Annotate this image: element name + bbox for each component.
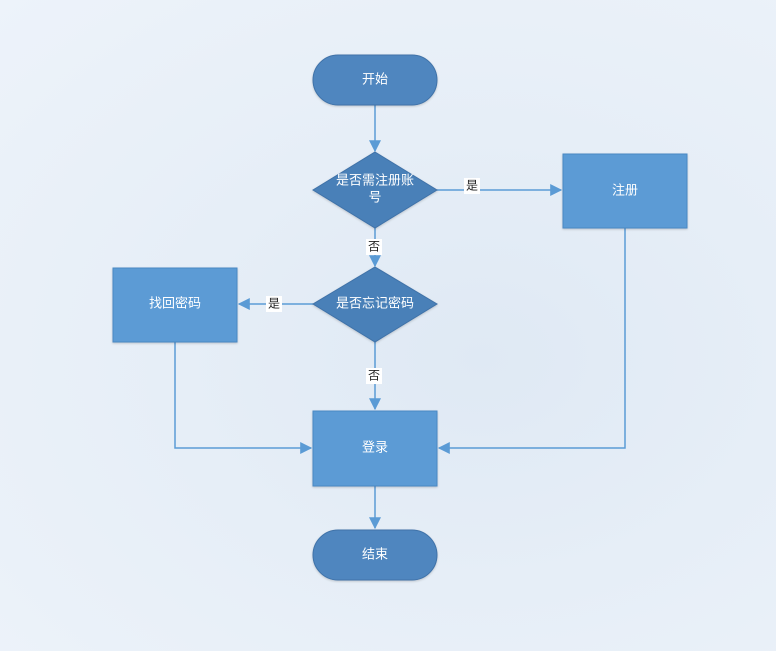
edge-labels: 是 否 是 否	[266, 178, 480, 384]
edge-label-bg	[266, 296, 282, 312]
edge-label-forgot-no: 否	[368, 369, 380, 383]
recover-password-label: 找回密码	[149, 296, 201, 312]
start-node[interactable]: 开始	[312, 54, 438, 106]
forgot-password-label: 是否忘记密码	[336, 296, 414, 312]
login-label: 登录	[362, 441, 388, 456]
need-register-label-line2: 号	[368, 191, 381, 206]
end-label: 结束	[362, 548, 388, 563]
edge-label-register-no: 否	[368, 240, 380, 254]
need-register-label-line1: 是否需注册账	[336, 174, 414, 189]
edge-label-bg	[464, 178, 480, 194]
edge-label-bg	[366, 368, 382, 384]
recover-password-shape	[112, 267, 238, 343]
end-node[interactable]: 结束	[312, 529, 438, 581]
forgot-password-decision[interactable]: 是否忘记密码	[312, 266, 438, 343]
edge-recover-to-login	[174, 342, 313, 454]
edge-register-to-login	[437, 228, 626, 454]
recover-password-node[interactable]: 找回密码	[112, 267, 238, 343]
start-label: 开始	[362, 73, 388, 88]
start-shape	[312, 54, 438, 106]
register-label: 注册	[612, 184, 638, 199]
end-shape	[312, 529, 438, 581]
edge-label-bg	[366, 239, 382, 255]
login-shape	[312, 410, 438, 487]
edge-label-register-yes: 是	[466, 179, 478, 193]
login-node[interactable]: 登录	[312, 410, 438, 487]
register-shape	[562, 153, 688, 229]
register-node[interactable]: 注册	[562, 153, 688, 229]
need-register-shape	[312, 151, 438, 229]
forgot-password-shape	[312, 266, 438, 343]
need-register-decision[interactable]: 是否需注册账 号	[312, 151, 438, 229]
edge-label-forgot-yes: 是	[268, 297, 280, 311]
